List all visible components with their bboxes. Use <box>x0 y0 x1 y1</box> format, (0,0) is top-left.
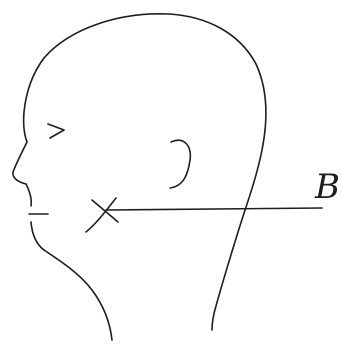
eye-mark <box>48 124 64 138</box>
point-label: B <box>314 167 340 207</box>
nose-line <box>13 142 27 184</box>
head-outline <box>44 14 266 330</box>
chin-line <box>31 222 44 250</box>
forehead-line <box>24 58 44 142</box>
point-cross-mark <box>86 198 118 232</box>
arrow-line <box>106 208 322 210</box>
ear-outline <box>170 140 190 188</box>
upper-lip-line <box>26 184 31 206</box>
front-neck-line <box>44 250 112 340</box>
